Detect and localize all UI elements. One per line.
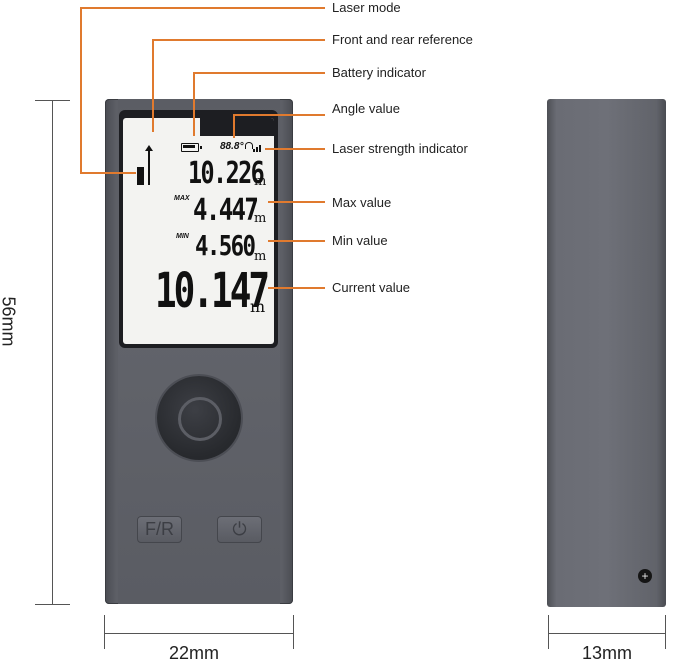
- angle-value: 88.8°: [220, 141, 244, 152]
- annotation-current: Current value: [332, 280, 411, 295]
- width-dim-tick-left: [104, 615, 105, 649]
- annotation-angle: Angle value: [332, 101, 400, 116]
- leader-fr-v: [152, 39, 154, 132]
- leader-angle-h: [233, 114, 325, 116]
- annotation-laser-mode: Laser mode: [332, 0, 401, 15]
- leader-fr-h: [152, 39, 325, 41]
- height-dim-tick-bottom: [35, 604, 70, 605]
- min-reading: 4.560: [195, 229, 256, 262]
- reading-top: 10.226: [188, 156, 265, 191]
- annotation-front-rear: Front and rear reference: [332, 32, 473, 47]
- width-dim-label: 22mm: [169, 643, 220, 663]
- leader-angle-v: [233, 114, 235, 138]
- unit-current: m: [250, 297, 266, 316]
- leader-laser-mode-h2: [80, 172, 136, 174]
- side-screw-icon: +: [638, 569, 652, 583]
- screen-top-bar: [200, 118, 274, 136]
- annotation-laser-strength: Laser strength indicator: [332, 141, 468, 156]
- depth-dim-label: 13mm: [582, 643, 633, 663]
- measure-button-ring: [178, 397, 222, 441]
- depth-dim-tick-right: [665, 615, 666, 649]
- max-reading: 4.447: [193, 193, 259, 228]
- laser-strength-icon: [245, 142, 263, 152]
- laser-mode-icon: [136, 145, 156, 187]
- battery-icon: [181, 143, 202, 152]
- unit-max: m: [254, 211, 267, 226]
- width-dim-tick-right: [293, 615, 294, 649]
- fr-button[interactable]: F/R: [137, 516, 182, 543]
- depth-dim-line: [548, 633, 666, 634]
- leader-max: [268, 201, 325, 203]
- height-dim-label: 56mm: [0, 296, 19, 347]
- leader-laser-mode-v: [80, 7, 82, 173]
- leader-current: [268, 287, 325, 289]
- leader-battery-v: [193, 72, 195, 136]
- annotation-battery: Battery indicator: [332, 65, 426, 80]
- height-dim-line: [52, 100, 53, 604]
- height-dim-tick-top: [35, 100, 70, 101]
- width-dim-line: [104, 633, 294, 634]
- min-label: MIN: [176, 233, 189, 240]
- power-button[interactable]: ⏻: [217, 516, 262, 543]
- leader-strength: [265, 148, 325, 150]
- current-reading: 10.147: [155, 263, 270, 319]
- device-side-body: [547, 99, 666, 607]
- depth-dim-tick-left: [548, 615, 549, 649]
- max-label: MAX: [174, 195, 190, 202]
- annotation-min: Min value: [332, 233, 388, 248]
- leader-laser-mode-h1: [80, 7, 325, 9]
- unit-min: m: [254, 249, 267, 264]
- unit-top: m: [254, 174, 267, 189]
- annotation-max: Max value: [332, 195, 392, 210]
- leader-min: [268, 240, 325, 242]
- leader-battery-h: [193, 72, 325, 74]
